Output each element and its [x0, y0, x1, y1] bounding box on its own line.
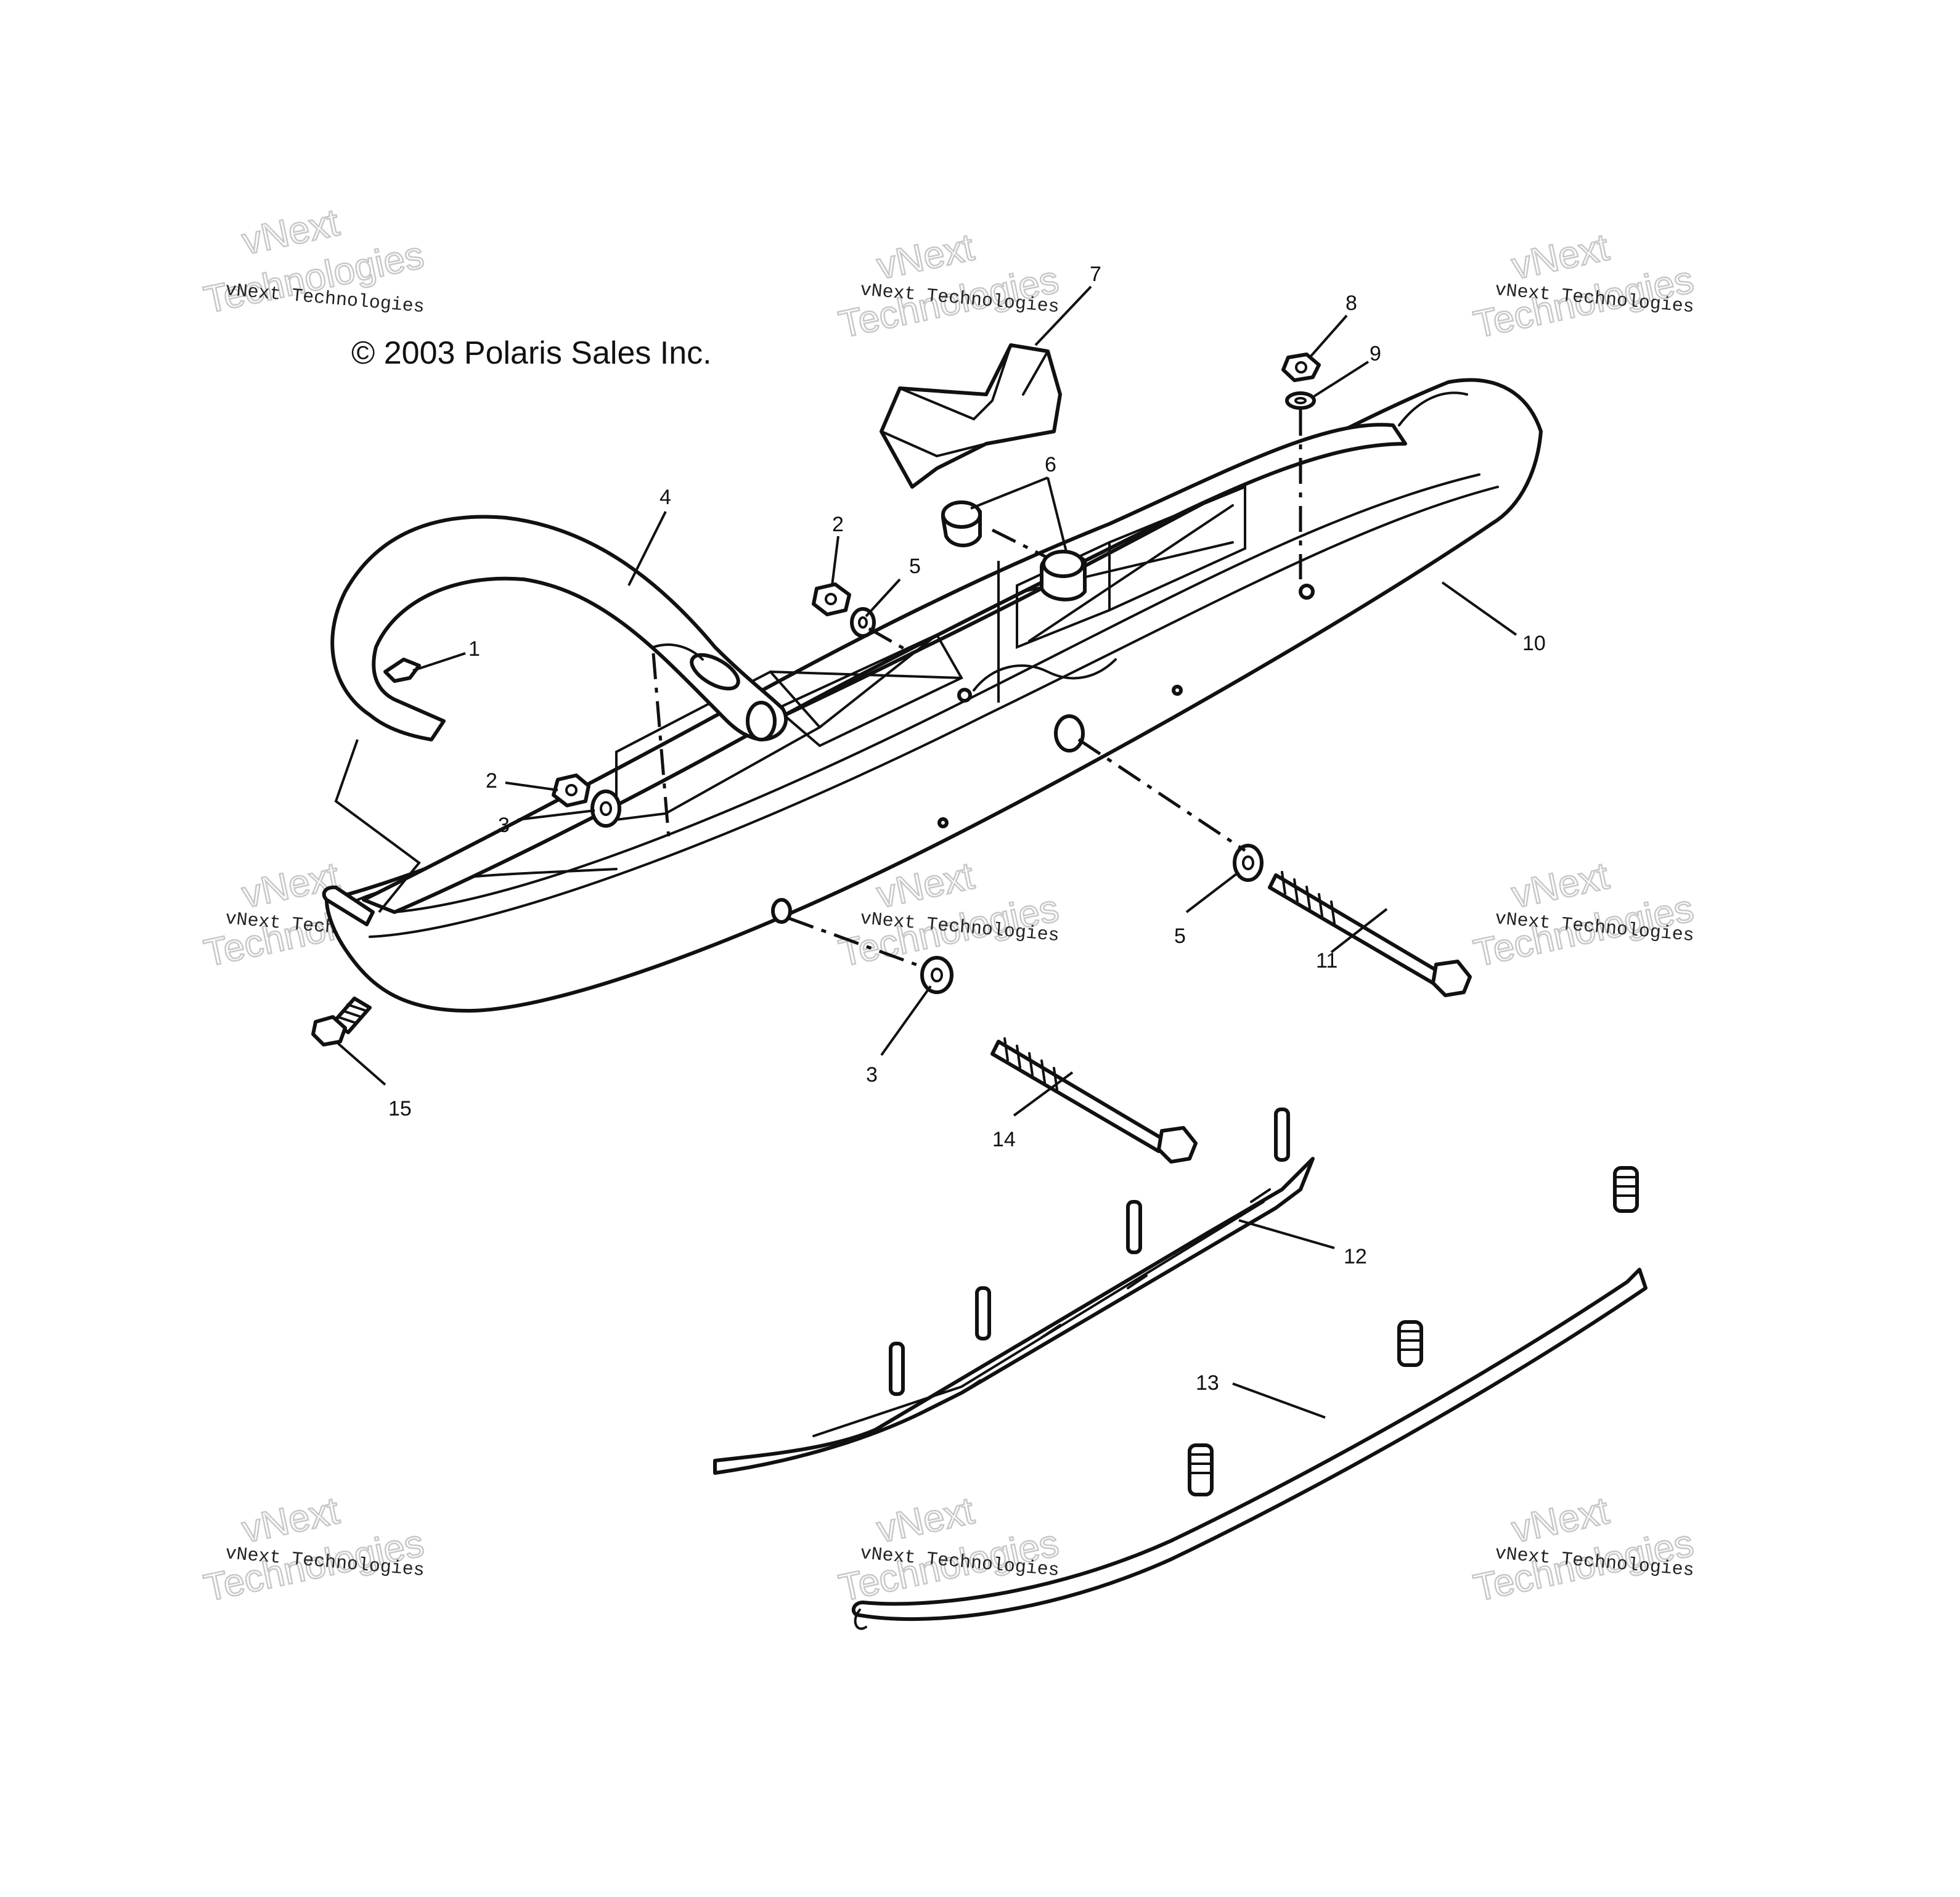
part-11-bolt	[1268, 871, 1472, 997]
watermark-mid-right: vNext Technologies	[1469, 854, 1698, 976]
part-15-bolt	[311, 997, 372, 1046]
part-8-nut	[1281, 353, 1321, 382]
callout-5-upper: 5	[909, 555, 921, 578]
ski-body	[322, 378, 1543, 1013]
callout-12: 12	[1344, 1245, 1367, 1268]
ski-mount-hole	[1054, 714, 1085, 753]
ski-mount-hole	[771, 898, 792, 924]
watermark-top-center: vNext Technologies	[835, 225, 1063, 347]
watermark-bottom-right: vNext Technologies	[1469, 1488, 1698, 1610]
callout-3-lower: 3	[866, 1063, 878, 1087]
callout-7: 7	[1090, 263, 1101, 286]
callout-6: 6	[1045, 453, 1056, 476]
part-2-nut-lower	[552, 773, 590, 807]
part-12-skeg	[713, 1108, 1315, 1475]
callout-11: 11	[1316, 949, 1337, 973]
callout-2-lower: 2	[486, 769, 497, 793]
watermark-top-right: vNext Technologies	[1469, 225, 1698, 347]
callout-8: 8	[1345, 292, 1357, 315]
callout-14: 14	[992, 1128, 1016, 1151]
leader-lines	[335, 285, 1517, 1419]
callout-10: 10	[1522, 632, 1546, 655]
callout-13: 13	[1196, 1371, 1219, 1395]
callout-3-upper: 3	[498, 814, 510, 837]
part-3-washer-lower	[590, 789, 621, 828]
callout-1: 1	[468, 637, 480, 661]
copyright-notice: © 2003 Polaris Sales Inc.	[351, 335, 712, 371]
part-7-wear-pad	[880, 343, 1062, 489]
callout-labels: 1 2 2 3 3 4 5 5 6 7 8 9 10 11 12 13 14 1…	[388, 263, 1546, 1395]
part-2-nut-upper	[812, 582, 851, 616]
part-5-washer-right	[1233, 844, 1264, 882]
part-1-clip	[383, 658, 421, 683]
assembly-lines	[334, 410, 1302, 969]
watermark-bottom-left: vNext Technologies	[200, 1488, 428, 1610]
part-6-bushing-bottom	[1040, 550, 1087, 602]
part-13-runner	[851, 1166, 1648, 1630]
part-6-bushing-top	[941, 500, 982, 547]
callout-15: 15	[388, 1097, 412, 1120]
part-14-bolt	[990, 1037, 1198, 1164]
callout-2-upper: 2	[832, 513, 844, 536]
ski-loop-handle	[330, 515, 788, 741]
callout-5-lower: 5	[1174, 924, 1186, 948]
callout-4: 4	[659, 486, 671, 509]
part-3-washer-bottom	[920, 956, 953, 994]
part-9-washer	[1285, 391, 1316, 410]
callout-9: 9	[1370, 342, 1381, 365]
part-5-washer-upper	[850, 607, 876, 638]
